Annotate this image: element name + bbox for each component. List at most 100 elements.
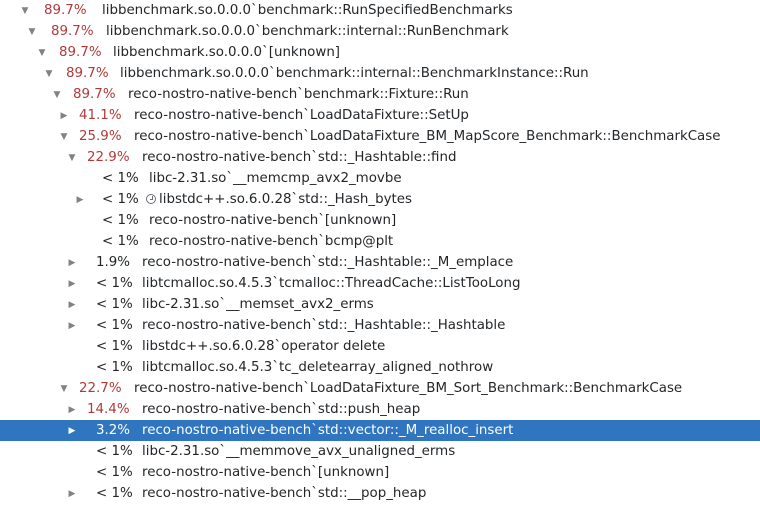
tree-row[interactable]: < 1% libtcmalloc.so.4.5.3`tcmalloc::Threa…: [0, 273, 760, 294]
chevron-down-icon[interactable]: [67, 147, 77, 168]
symbol-text: reco-nostro-native-bench`LoadDataFixture…: [134, 129, 721, 144]
symbol-text: reco-nostro-native-bench`std::__pop_heap: [142, 486, 427, 501]
symbol-label: reco-nostro-native-bench`benchmark::Fixt…: [128, 84, 469, 105]
tree-row[interactable]: 22.9% reco-nostro-native-bench`std::_Hash…: [0, 147, 760, 168]
tree-row[interactable]: < 1% libstdc++.so.6.0.28`operator delete: [0, 336, 760, 357]
cost-percent: < 1%: [96, 360, 133, 375]
symbol-text: libc-2.31.so`__memset_avx2_erms: [142, 297, 374, 312]
symbol-label: reco-nostro-native-bench`[unknown]: [149, 210, 396, 231]
symbol-text: reco-nostro-native-bench`std::push_heap: [142, 402, 421, 417]
recursion-icon: [146, 194, 156, 204]
cost-percent: 22.7%: [79, 381, 122, 396]
cost-percent: 89.7%: [66, 66, 109, 81]
chevron-right-icon[interactable]: [67, 420, 77, 441]
symbol-text: libstdc++.so.6.0.28`operator delete: [142, 339, 386, 354]
chevron-right-icon[interactable]: [67, 315, 77, 336]
symbol-label: reco-nostro-native-bench`bcmp@plt: [149, 231, 393, 252]
tree-row[interactable]: < 1% libc-2.31.so`__memmove_avx_unaligned…: [0, 441, 760, 462]
tree-row[interactable]: 14.4% reco-nostro-native-bench`std::push_…: [0, 399, 760, 420]
symbol-label: libstdc++.so.6.0.28`std::_Hash_bytes: [146, 189, 412, 210]
symbol-text: reco-nostro-native-bench`std::vector::_M…: [142, 423, 514, 438]
tree-row[interactable]: 89.7% libbenchmark.so.0.0.0`[unknown]: [0, 42, 760, 63]
symbol-text: libtcmalloc.so.4.5.3`tc_deletearray_alig…: [142, 360, 494, 375]
symbol-text: reco-nostro-native-bench`LoadDataFixture…: [134, 381, 683, 396]
symbol-label: reco-nostro-native-bench`std::_Hashtable…: [142, 315, 505, 336]
chevron-down-icon[interactable]: [44, 63, 54, 84]
tree-row[interactable]: 3.2%reco-nostro-native-bench`std::vector…: [0, 420, 760, 441]
chevron-right-icon[interactable]: [67, 273, 77, 294]
symbol-text: reco-nostro-native-bench`LoadDataFixture…: [134, 108, 469, 123]
cost-percent: < 1%: [96, 339, 133, 354]
symbol-label: libstdc++.so.6.0.28`operator delete: [142, 336, 385, 357]
tree-row[interactable]: 22.7% reco-nostro-native-bench`LoadDataFi…: [0, 378, 760, 399]
chevron-right-icon[interactable]: [59, 105, 69, 126]
symbol-label: reco-nostro-native-bench`LoadDataFixture…: [134, 378, 682, 399]
chevron-right-icon[interactable]: [75, 189, 85, 210]
tree-row[interactable]: 89.7% libbenchmark.so.0.0.0`benchmark::in…: [0, 63, 760, 84]
chevron-down-icon[interactable]: [59, 126, 69, 147]
cost-percent: 89.7%: [44, 3, 87, 18]
chevron-down-icon[interactable]: [52, 84, 62, 105]
symbol-label: libtcmalloc.so.4.5.3`tc_deletearray_alig…: [142, 357, 493, 378]
chevron-right-icon[interactable]: [67, 399, 77, 420]
chevron-down-icon[interactable]: [37, 42, 47, 63]
symbol-text: libc-2.31.so`__memcmp_avx2_movbe: [149, 171, 402, 186]
symbol-label: reco-nostro-native-bench`LoadDataFixture…: [134, 105, 469, 126]
symbol-text: libbenchmark.so.0.0.0`[unknown]: [113, 45, 341, 60]
tree-row[interactable]: < 1%reco-nostro-native-bench`bcmp@plt: [0, 231, 760, 252]
cost-percent: 89.7%: [73, 87, 116, 102]
symbol-label: reco-nostro-native-bench`std::_Hashtable…: [142, 252, 513, 273]
symbol-label: reco-nostro-native-bench`[unknown]: [142, 462, 389, 483]
symbol-text: libbenchmark.so.0.0.0`benchmark::interna…: [106, 24, 509, 39]
tree-row[interactable]: < 1% libtcmalloc.so.4.5.3`tc_deletearray_…: [0, 357, 760, 378]
chevron-right-icon[interactable]: [67, 483, 77, 504]
symbol-text: reco-nostro-native-bench`[unknown]: [149, 213, 397, 228]
symbol-text: reco-nostro-native-bench`std::_Hashtable…: [142, 255, 514, 270]
tree-row[interactable]: < 1% reco-nostro-native-bench`std::_Hasht…: [0, 315, 760, 336]
cost-percent: < 1%: [96, 276, 133, 291]
symbol-label: reco-nostro-native-bench`std::_Hashtable…: [142, 147, 456, 168]
tree-row[interactable]: 89.7% libbenchmark.so.0.0.0`benchmark::Ru…: [0, 0, 760, 21]
cost-percent: < 1%: [102, 192, 139, 207]
cost-percent: 25.9%: [79, 129, 122, 144]
symbol-text: reco-nostro-native-bench`bcmp@plt: [149, 234, 394, 249]
tree-row[interactable]: 25.9% reco-nostro-native-bench`LoadDataFi…: [0, 126, 760, 147]
cost-percent: < 1%: [96, 297, 133, 312]
symbol-label: libc-2.31.so`__memset_avx2_erms: [142, 294, 374, 315]
symbol-label: reco-nostro-native-bench`std::push_heap: [142, 399, 420, 420]
tree-row[interactable]: < 1% libc-2.31.so`__memcmp_avx2_movbe: [0, 168, 760, 189]
tree-row[interactable]: 89.7% reco-nostro-native-bench`benchmark:…: [0, 84, 760, 105]
symbol-text: libtcmalloc.so.4.5.3`tcmalloc::ThreadCac…: [142, 276, 521, 291]
cost-percent: < 1%: [96, 444, 133, 459]
tree-row[interactable]: < 1%reco-nostro-native-bench`[unknown]: [0, 210, 760, 231]
symbol-text: libbenchmark.so.0.0.0`benchmark::interna…: [120, 66, 589, 81]
chevron-right-icon[interactable]: [67, 252, 77, 273]
tree-row[interactable]: < 1% libc-2.31.so`__memset_avx2_erms: [0, 294, 760, 315]
symbol-label: libbenchmark.so.0.0.0`benchmark::RunSpec…: [102, 0, 513, 21]
cost-percent: < 1%: [102, 171, 139, 186]
tree-row[interactable]: 41.1%reco-nostro-native-bench`LoadDataFi…: [0, 105, 760, 126]
symbol-text: reco-nostro-native-bench`std::_Hashtable…: [142, 318, 506, 333]
cost-percent: 89.7%: [59, 45, 102, 60]
tree-row[interactable]: 1.9%reco-nostro-native-bench`std::_Hasht…: [0, 252, 760, 273]
symbol-text: reco-nostro-native-bench`benchmark::Fixt…: [128, 87, 469, 102]
cost-percent: 14.4%: [87, 402, 130, 417]
cost-percent: < 1%: [96, 318, 133, 333]
symbol-label: libc-2.31.so`__memcmp_avx2_movbe: [149, 168, 402, 189]
chevron-down-icon[interactable]: [59, 378, 69, 399]
tree-row[interactable]: < 1% libstdc++.so.6.0.28`std::_Hash_bytes: [0, 189, 760, 210]
symbol-label: reco-nostro-native-bench`std::vector::_M…: [142, 420, 513, 441]
cost-percent: 22.9%: [87, 150, 130, 165]
symbol-label: libbenchmark.so.0.0.0`benchmark::interna…: [106, 21, 509, 42]
chevron-down-icon[interactable]: [27, 21, 37, 42]
tree-row[interactable]: < 1%reco-nostro-native-bench`[unknown]: [0, 462, 760, 483]
chevron-down-icon[interactable]: [20, 0, 30, 21]
tree-row[interactable]: < 1%reco-nostro-native-bench`std::__pop_…: [0, 483, 760, 504]
chevron-right-icon[interactable]: [67, 294, 77, 315]
symbol-text: libbenchmark.so.0.0.0`benchmark::RunSpec…: [102, 3, 513, 18]
cost-percent: 89.7%: [51, 24, 94, 39]
symbol-label: reco-nostro-native-bench`std::__pop_heap: [142, 483, 426, 504]
symbol-label: libc-2.31.so`__memmove_avx_unaligned_erm…: [142, 441, 455, 462]
tree-row[interactable]: 89.7% libbenchmark.so.0.0.0`benchmark::in…: [0, 21, 760, 42]
